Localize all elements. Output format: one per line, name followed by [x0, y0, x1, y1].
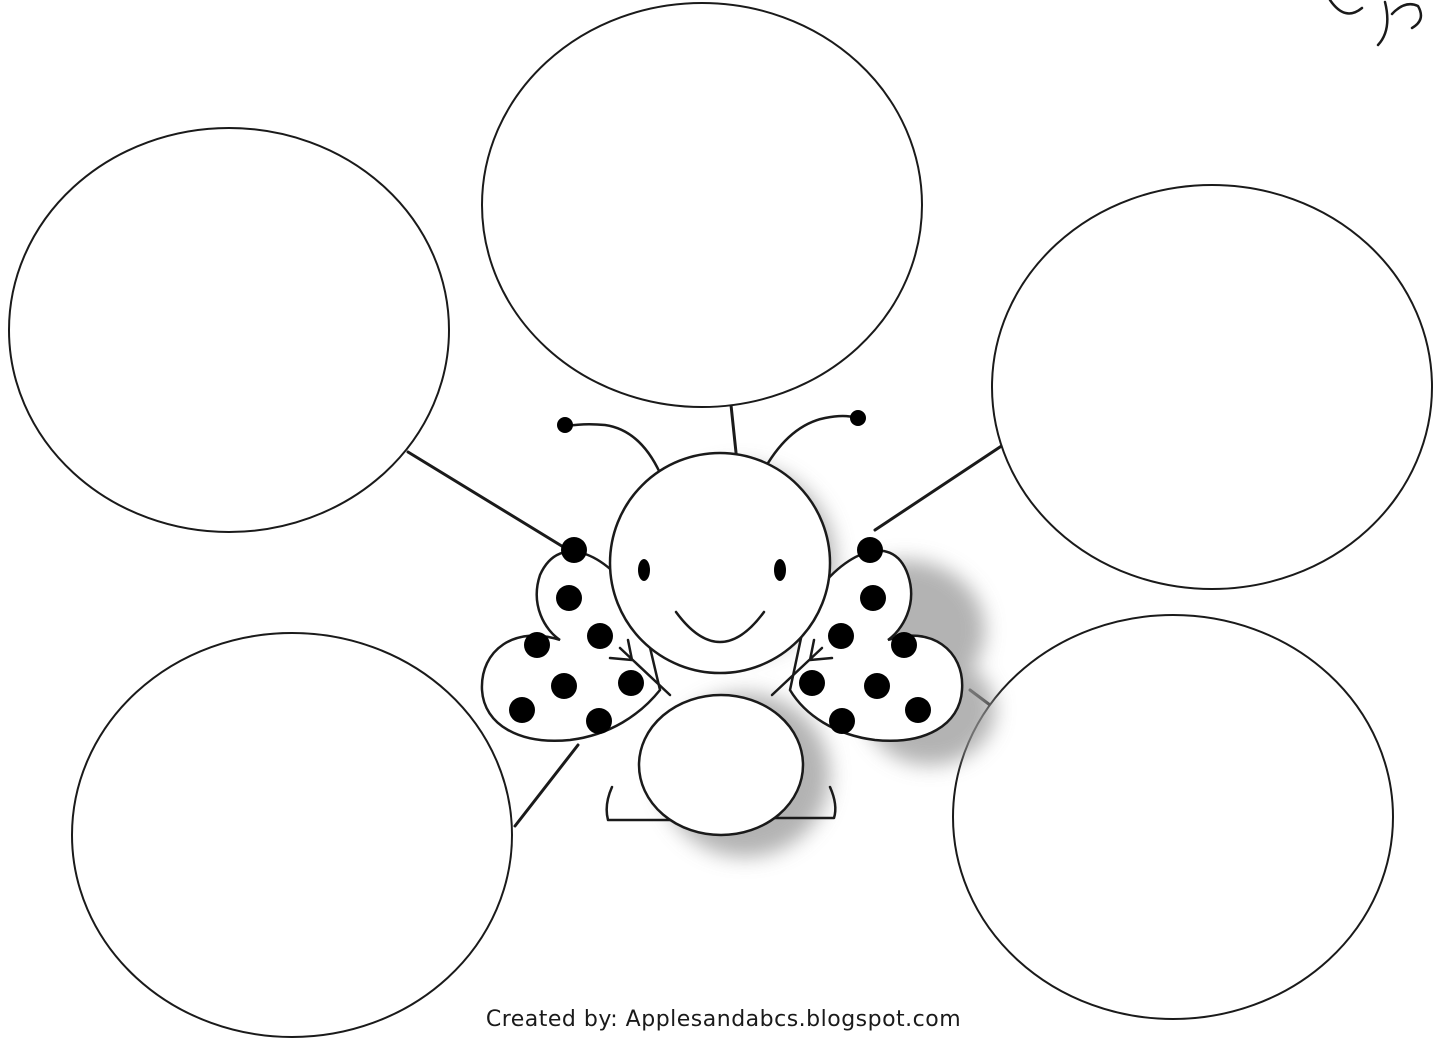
credit-line: Created by: Applesandabcs.blogspot.com	[0, 1007, 1447, 1032]
connector-upper-left	[408, 452, 565, 548]
left-eye	[638, 559, 650, 581]
left-antenna	[567, 424, 660, 473]
bug-body	[639, 695, 803, 835]
answer-bubble-upper-left[interactable]	[9, 128, 449, 532]
right-antenna	[765, 416, 856, 468]
ladybug-icon	[482, 410, 995, 857]
answer-bubble-lower-right[interactable]	[953, 615, 1393, 1019]
answer-bubble-lower-left[interactable]	[72, 633, 512, 1037]
left-antenna-tip	[557, 417, 573, 433]
connector-upper-right	[875, 445, 1003, 530]
answer-bubble-upper-right[interactable]	[992, 185, 1432, 589]
right-antenna-tip	[850, 410, 866, 426]
cropped-title-fragment	[1330, 0, 1421, 45]
connector-lower-left	[515, 745, 578, 826]
right-eye	[774, 559, 786, 581]
answer-bubble-top[interactable]	[482, 3, 922, 407]
